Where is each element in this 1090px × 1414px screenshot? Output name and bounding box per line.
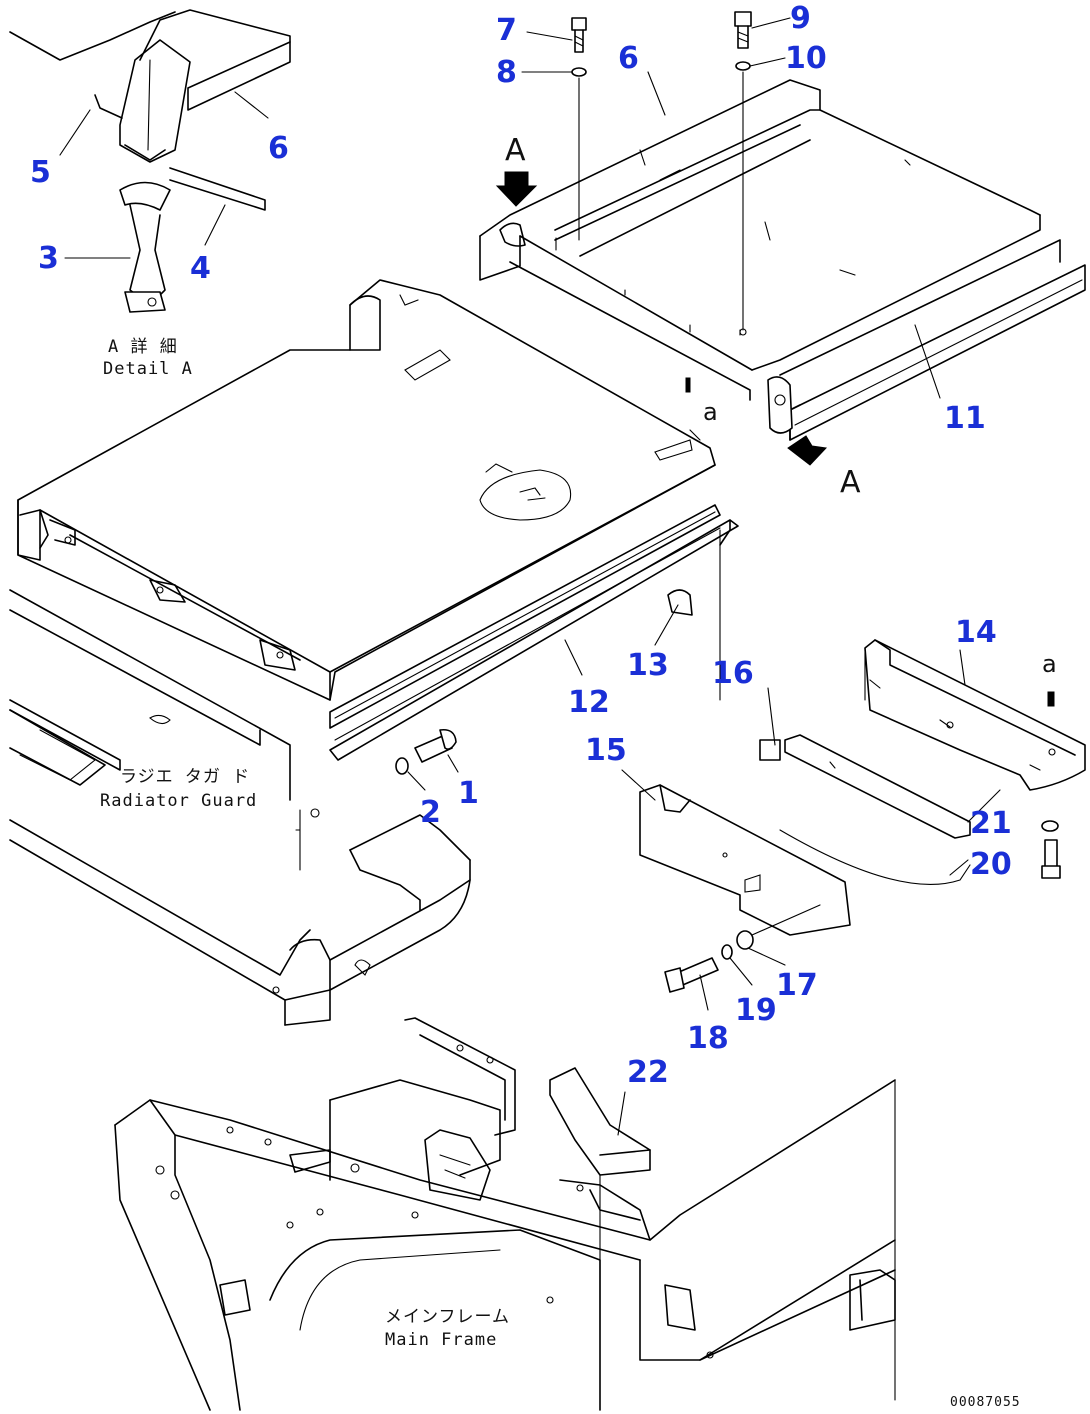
ref-a-center-label: a: [703, 398, 718, 426]
bracket-16: [759, 734, 971, 839]
part-number-15: 15: [585, 733, 627, 768]
part-number-20: 20: [970, 847, 1012, 882]
part-number-16: 16: [712, 656, 754, 691]
small-bolt-a: [685, 377, 1055, 707]
drawing-code: 00087055: [950, 1395, 1021, 1410]
part-number-14: 14: [955, 615, 997, 650]
part-number-3: 3: [38, 241, 59, 276]
radiator-guard-frame: [9, 589, 471, 1026]
part-number-19: 19: [735, 993, 777, 1028]
top-support-frame: [479, 79, 1086, 441]
part-number-6-top: 6: [618, 41, 639, 76]
part-number-5: 5: [30, 155, 51, 190]
view-a-top-label: A: [505, 133, 526, 168]
part-number-6-detail: 6: [268, 131, 289, 166]
main-frame-label-jp: メインフレーム: [385, 1307, 510, 1327]
part-number-8: 8: [496, 55, 517, 90]
bracket-14: [864, 639, 1086, 791]
part-number-labels: 7 8 9 10 6 6 5 3 4 11 14 16 13 12 15 1 2…: [30, 1, 1012, 1090]
view-arrow-a-right: [787, 435, 828, 466]
part-number-10: 10: [785, 41, 827, 76]
part-number-9: 9: [790, 1, 811, 36]
radiator-guard-panel: [17, 279, 716, 701]
main-frame: [114, 1017, 896, 1411]
ref-a-right-label: a: [1042, 650, 1057, 678]
part-number-11: 11: [944, 401, 986, 436]
part-number-18: 18: [687, 1021, 729, 1056]
detail-a-label-en: Detail A: [103, 359, 193, 379]
bolt-1-washer-2: [395, 728, 457, 775]
detail-a-drawing: [9, 9, 291, 313]
main-frame-label-en: Main Frame: [385, 1330, 497, 1350]
strip-12: [329, 504, 739, 761]
bolt-9-10: [734, 11, 752, 336]
bolt-18-washers-17-19: [664, 904, 821, 993]
radiator-guard-label-jp: ラジエ タガ ド: [120, 767, 250, 787]
part-number-4: 4: [190, 251, 211, 286]
part-number-7: 7: [496, 13, 517, 48]
part-number-1: 1: [458, 776, 479, 811]
washer-21-bolt-20: [1041, 820, 1061, 879]
bolt-7-8: [571, 17, 587, 241]
part-number-2: 2: [420, 795, 441, 830]
view-arrow-a-top: [495, 171, 538, 207]
radiator-guard-label-en: Radiator Guard: [100, 791, 257, 811]
part-number-12: 12: [568, 685, 610, 720]
view-a-right-label: A: [840, 465, 861, 500]
leader-lines: [59, 17, 1001, 1136]
part-number-22: 22: [627, 1055, 669, 1090]
view-marker-labels: A A a a: [505, 133, 1057, 678]
part-number-21: 21: [970, 806, 1012, 841]
part-number-13: 13: [627, 648, 669, 683]
detail-a-label-jp: A 詳 細: [108, 337, 178, 357]
caption-labels: A 詳 細 Detail A ラジエ タガ ド Radiator Guard メ…: [100, 337, 510, 1350]
part-number-17: 17: [776, 968, 818, 1003]
part-22-block: [549, 1067, 651, 1331]
bracket-15: [639, 784, 971, 936]
